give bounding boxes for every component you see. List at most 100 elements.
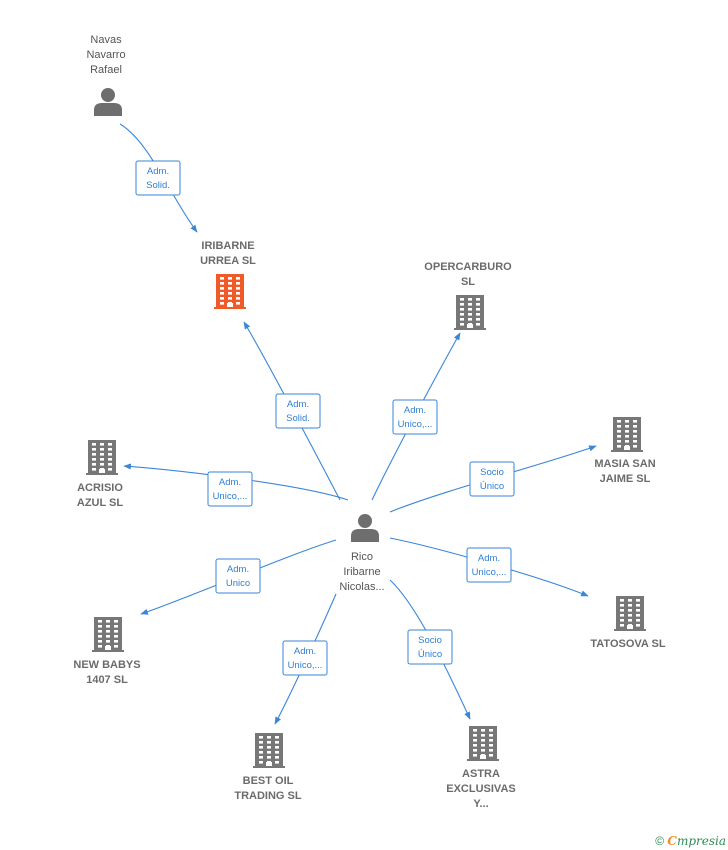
relation-label-box[interactable] [135,160,181,196]
relation-label-text: Unico [226,578,250,589]
relation-label-box[interactable] [466,547,512,583]
node-label-line: SL [461,276,475,288]
node-label: TATOSOVA SL [590,638,665,650]
node-newbabys[interactable]: NEW BABYS 1407 SL [73,617,141,686]
relation-label-text: Unico,... [213,491,248,502]
relation-label-text: Único [418,649,442,660]
relation-label-text: Socio [480,467,504,478]
node-label: ASTRAEXCLUSIVASY... [446,768,515,810]
relation-label-text: Adm. [404,405,426,416]
edge-rico-tatosova: Adm. Unico,... [389,537,589,597]
relation-label[interactable]: Adm. Unico,... [392,399,438,435]
relation-label-text: Adm. [478,553,500,564]
footer-brand: © Cmpresia [655,834,726,848]
copyright-symbol: © [655,834,665,848]
building-icon [614,596,646,631]
node-label-line: Rafael [90,64,122,76]
node-label-line: Navas [90,34,122,46]
node-opercarburo[interactable]: OPERCARBURO SL [424,261,512,330]
node-label-line: OPERCARBURO [424,261,512,273]
node-label-line: Iribarne [343,566,380,578]
node-label: BEST OIL TRADING SL [234,775,302,802]
relation-label-text: Adm. [147,166,169,177]
edge-rico-opercarburo: Adm. Unico,... [371,332,461,501]
node-label-line: IRIBARNE [201,240,254,252]
node-tatosova[interactable]: TATOSOVA SL [590,596,666,650]
relation-label[interactable]: Adm. Unico [215,558,261,594]
relation-label-text: Único [480,481,504,492]
relation-label[interactable]: Adm. Unico,... [282,640,328,676]
relation-label-text: Adm. [219,477,241,488]
building-icon [454,295,486,330]
relation-label-box[interactable] [215,558,261,594]
node-label: IRIBARNE URREA SL [200,240,256,267]
building-icon [214,274,246,309]
edge-rico-newbabys: Adm. Unico [140,539,337,615]
relation-label[interactable]: Adm. Solid. [275,393,321,429]
relation-label-text: Adm. [287,399,309,410]
node-label-line: 1407 SL [86,674,128,686]
edge-navas-iribarne: Adm. Solid. [119,123,198,233]
relation-label-box[interactable] [282,640,328,676]
node-astra[interactable]: ASTRAEXCLUSIVASY... [446,726,516,810]
relation-label-box[interactable] [392,399,438,435]
node-iribarne[interactable]: IRIBARNE URREA SL [200,240,256,309]
relation-label-text: Unico,... [472,567,507,578]
edge-rico-iribarne: Adm. Solid. [243,321,341,501]
node-label-line: EXCLUSIVAS [446,783,515,795]
relation-label-box[interactable] [469,461,515,497]
node-label-line: TATOSOVA SL [590,638,665,650]
node-label-line: Nicolas... [339,581,384,593]
person-icon [351,514,379,542]
relation-label[interactable]: Adm. Unico,... [466,547,512,583]
node-rico[interactable]: RicoIribarneNicolas... [339,514,385,593]
node-acrisio[interactable]: ACRISIO AZUL SL [77,440,124,509]
relation-label-box[interactable] [275,393,321,429]
relation-label-text: Adm. [227,564,249,575]
person-icon [94,88,122,116]
node-label: ACRISIO AZUL SL [77,482,124,509]
node-label-line: NEW BABYS [73,659,140,671]
node-label: OPERCARBURO SL [424,261,512,288]
edge-rico-bestoil: Adm. Unico,... [274,593,337,725]
building-icon [253,733,285,768]
building-icon [611,417,643,452]
relation-label-text: Solid. [286,413,310,424]
edges-layer: Adm.Solid.Adm.Solid.Adm.Unico,...SocioÚn… [119,123,597,725]
node-label-line: MASIA SAN [594,458,655,470]
building-icon [92,617,124,652]
node-label-line: Y... [473,798,488,810]
node-label: NEW BABYS 1407 SL [73,659,140,686]
node-label-line: URREA SL [200,255,256,267]
node-label: RicoIribarneNicolas... [339,551,384,593]
relation-label-text: Adm. [294,646,316,657]
node-bestoil[interactable]: BEST OIL TRADING SL [234,733,302,802]
relation-label-text: Solid. [146,180,170,191]
node-label-line: Navarro [86,49,125,61]
node-label-line: ACRISIO [77,482,123,494]
node-label-line: TRADING SL [234,790,302,802]
building-icon [86,440,118,475]
relation-label-box[interactable] [407,629,453,665]
brand-logo: Cmpresia [667,834,726,848]
relation-label-text: Unico,... [288,660,323,671]
edge-rico-acrisio: Adm. Unico,... [123,463,349,507]
building-icon [467,726,499,761]
relation-label-text: Unico,... [398,419,433,430]
node-label-line: BEST OIL [243,775,294,787]
node-label-line: Rico [351,551,373,563]
node-label-line: AZUL SL [77,497,124,509]
relation-label-text: Socio [418,635,442,646]
relation-label[interactable]: Adm. Solid. [135,160,181,196]
relation-label-box[interactable] [207,471,253,507]
relation-label[interactable]: Adm. Unico,... [207,471,253,507]
